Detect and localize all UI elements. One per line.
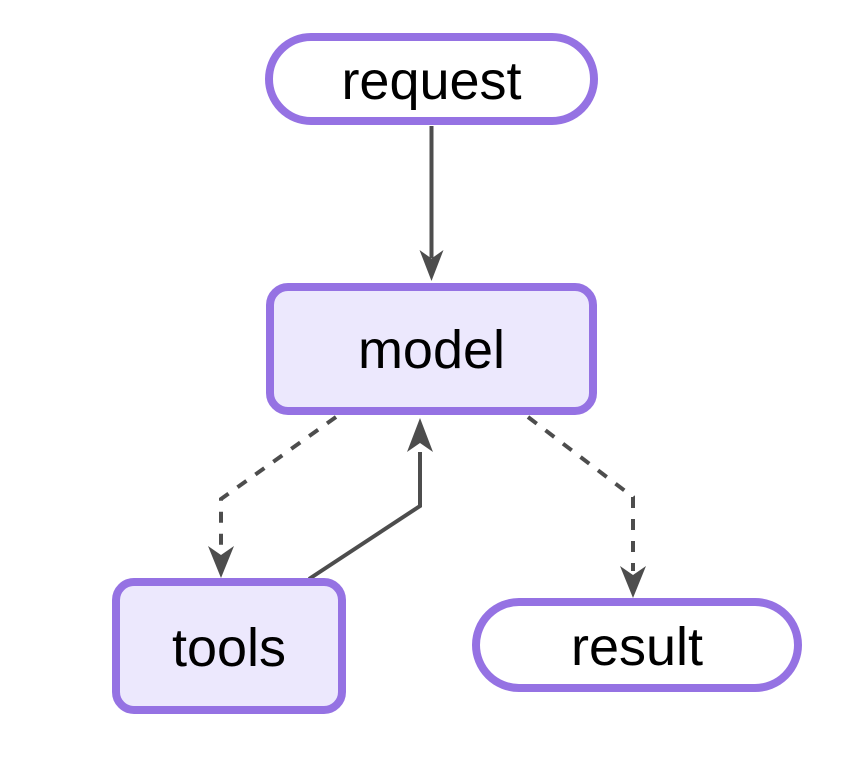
node-result[interactable]: result <box>472 598 802 692</box>
edge-tools-to-model-line <box>307 452 422 581</box>
node-tools-shape[interactable] <box>112 578 346 714</box>
node-request-label: request <box>341 51 521 111</box>
node-model-label: model <box>358 320 505 380</box>
node-request[interactable]: request <box>265 33 598 125</box>
edge-model-to-result-arrowhead <box>620 566 646 598</box>
edge-model-to-result <box>526 415 646 598</box>
edge-model-to-tools-arrowhead <box>208 546 234 578</box>
edge-model-to-tools <box>208 415 338 578</box>
node-model-shape[interactable] <box>266 283 597 415</box>
edge-model-to-result-line <box>526 415 635 571</box>
node-result-shape[interactable] <box>472 598 802 692</box>
edge-request-to-model <box>419 126 444 281</box>
node-result-label: result <box>571 617 703 677</box>
edge-tools-to-model-arrowhead <box>407 418 433 452</box>
node-tools-label: tools <box>172 618 286 678</box>
node-model[interactable]: model <box>266 283 597 415</box>
node-tools[interactable]: tools <box>112 578 346 714</box>
node-request-shape[interactable] <box>265 33 598 125</box>
edge-tools-to-model <box>307 418 433 581</box>
edge-model-to-tools-line <box>219 415 338 552</box>
edge-request-to-model-arrowhead <box>419 250 444 281</box>
